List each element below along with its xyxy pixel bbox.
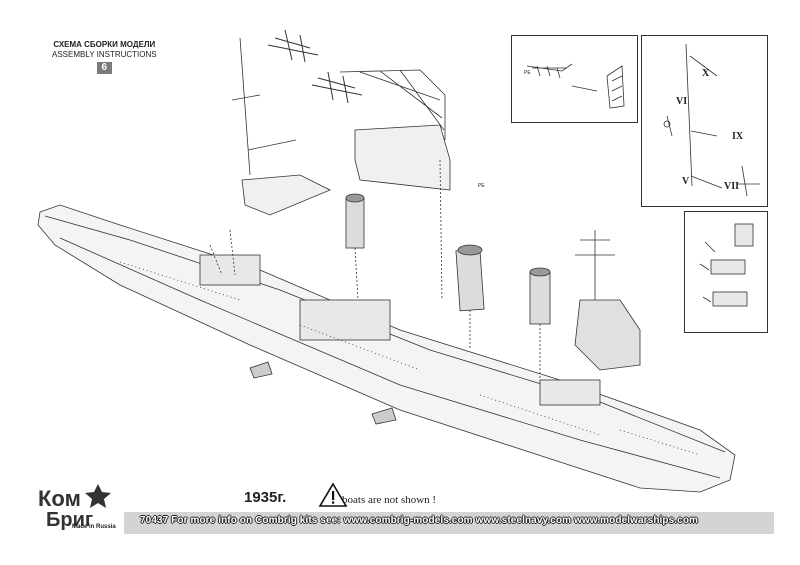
- title-russian: СХЕМА СБОРКИ МОДЕЛИ: [53, 40, 156, 49]
- svg-text:Ком: Ком: [38, 486, 81, 511]
- mast-detail-drawing: [663, 43, 760, 197]
- subassembly-inset: [684, 211, 768, 333]
- combrig-logo: Ком Бриг: [36, 478, 126, 538]
- subassembly-drawing: [699, 223, 754, 307]
- warning-icon: [318, 482, 348, 507]
- seaplane-2: [311, 71, 363, 104]
- small-parts-left: [249, 361, 397, 425]
- aircraft-platform: [354, 124, 451, 191]
- after-platform: [241, 174, 331, 216]
- aft-mast: [231, 37, 297, 176]
- forward-superstructure: [199, 254, 261, 286]
- made-in-russia: Made in Russia: [72, 524, 116, 530]
- funnel-3: [529, 271, 551, 325]
- part-label-x: X: [702, 68, 710, 79]
- part-label-v: V: [682, 176, 690, 187]
- combrig-logo-mark: Ком Бриг: [38, 484, 111, 531]
- mast-detail-inset: X VI IX V VII: [641, 35, 768, 207]
- title-english: ASSEMBLY INSTRUCTIONS: [52, 50, 157, 59]
- bridge-mast: [575, 230, 615, 300]
- funnel-2: [455, 248, 485, 312]
- part-label-ix: IX: [732, 131, 744, 142]
- part-label-vi: VI: [676, 96, 688, 107]
- funnel-1: [345, 197, 365, 249]
- crane: [339, 69, 446, 140]
- sheet-header: СХЕМА СБОРКИ МОДЕЛИ ASSEMBLY INSTRUCTION…: [52, 40, 157, 74]
- part-label-vii: VII: [724, 181, 740, 192]
- bridge-structure: [574, 299, 641, 371]
- footer-band: [124, 512, 774, 534]
- seaplane-1: [267, 29, 319, 63]
- step-number-badge: 6: [96, 62, 113, 74]
- crane-detail-inset: PE: [511, 35, 638, 123]
- aft-deckhouse: [539, 379, 601, 406]
- footer-text: 70437 For more info on Combrig kits see:…: [140, 515, 699, 526]
- year-label: 1935г.: [244, 489, 287, 506]
- pe-label-main: PE: [478, 183, 485, 189]
- svg-text:Бриг: Бриг: [46, 509, 93, 531]
- warning-text: boats are not shown !: [342, 494, 437, 506]
- pe-label-crane: PE: [524, 70, 531, 76]
- crane-detail-drawing: [526, 63, 625, 109]
- midship-deckhouse: [299, 299, 391, 341]
- waterline: [59, 237, 721, 479]
